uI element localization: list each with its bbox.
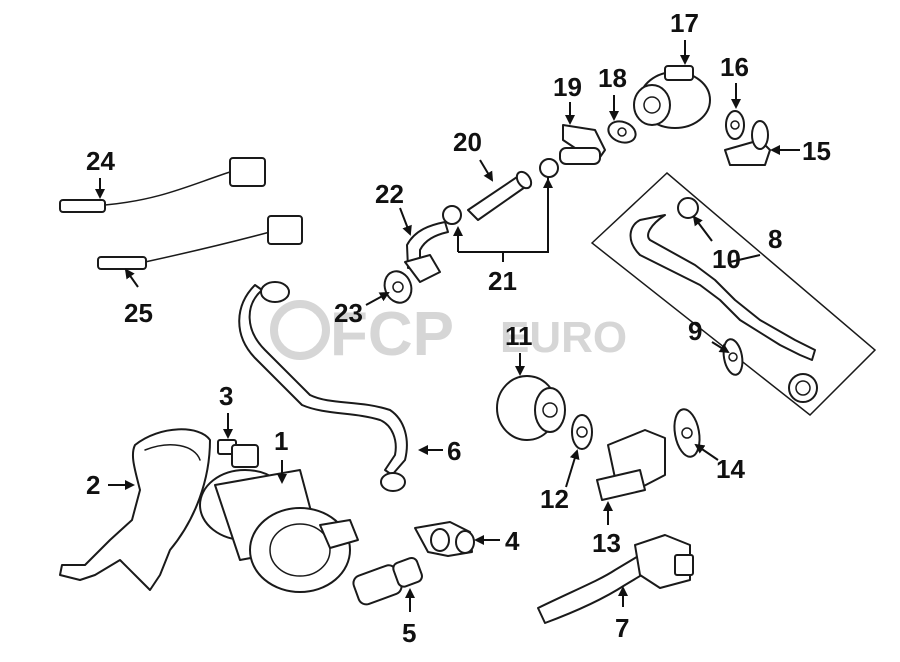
callout-24: 24 [86,146,115,176]
callout-23: 23 [334,298,363,328]
part-14-gasket[interactable] [671,407,703,458]
part-3-pressure-sensor[interactable] [217,439,259,468]
callout-8: 8 [768,224,782,254]
callout-21: 21 [488,266,517,296]
part-15-connector-pipe[interactable] [724,120,771,166]
watermark-suffix: EURO [500,313,627,362]
part-2-mounting-bracket[interactable] [59,428,211,591]
part-9-gasket[interactable] [721,338,745,377]
callout-22: 22 [375,179,404,209]
callout-25: 25 [124,298,153,328]
part-21-hose-clamp[interactable] [442,158,559,225]
callout-13: 13 [592,528,621,558]
part-4-hose-connector[interactable] [414,521,475,557]
callout-16: 16 [720,52,749,82]
part-25-oxygen-sensor[interactable] [97,215,303,270]
callout-6: 6 [447,436,461,466]
part-18-gasket[interactable] [605,118,638,146]
part-12-gasket[interactable] [571,414,593,450]
callout-17: 17 [670,8,699,38]
part-23-gasket[interactable] [380,268,415,307]
part-11-check-valve[interactable] [496,375,566,441]
part-17-combination-valve[interactable] [633,65,711,129]
callout-5: 5 [402,618,416,648]
part-24-oxygen-sensor[interactable] [59,157,266,213]
callout-9: 9 [688,316,702,346]
part-13-flange-pipe[interactable] [596,429,666,501]
callout-18: 18 [598,63,627,93]
callout-1: 1 [274,426,288,456]
callout-15: 15 [802,136,831,166]
callout-19: 19 [553,72,582,102]
part-16-gasket[interactable] [725,110,745,140]
callout-10: 10 [712,244,741,274]
part-19-flange[interactable] [559,124,606,165]
callout-12: 12 [540,484,569,514]
leader-lines [95,40,800,612]
watermark-brand: FCP [330,300,454,369]
part-5-hose-connector[interactable] [351,556,423,606]
callout-labels: 24 25 1 2 3 4 5 6 7 8 9 10 11 12 13 14 1… [86,8,831,648]
callout-4: 4 [505,526,520,556]
callout-2: 2 [86,470,100,500]
callout-7: 7 [615,613,629,643]
part-8-pipe-assembly[interactable] [590,171,877,417]
callout-14: 14 [716,454,745,484]
callout-20: 20 [453,127,482,157]
part-7-air-pipe[interactable] [537,534,694,624]
callout-3: 3 [219,381,233,411]
part-1-secondary-air-pump[interactable] [199,469,359,593]
part-20-hose[interactable] [467,169,534,221]
watermark-logo: FCP EURO [270,300,627,369]
part-6-air-hose[interactable] [238,281,408,492]
callout-11: 11 [505,321,533,351]
part-22-air-pipe[interactable] [404,221,449,283]
